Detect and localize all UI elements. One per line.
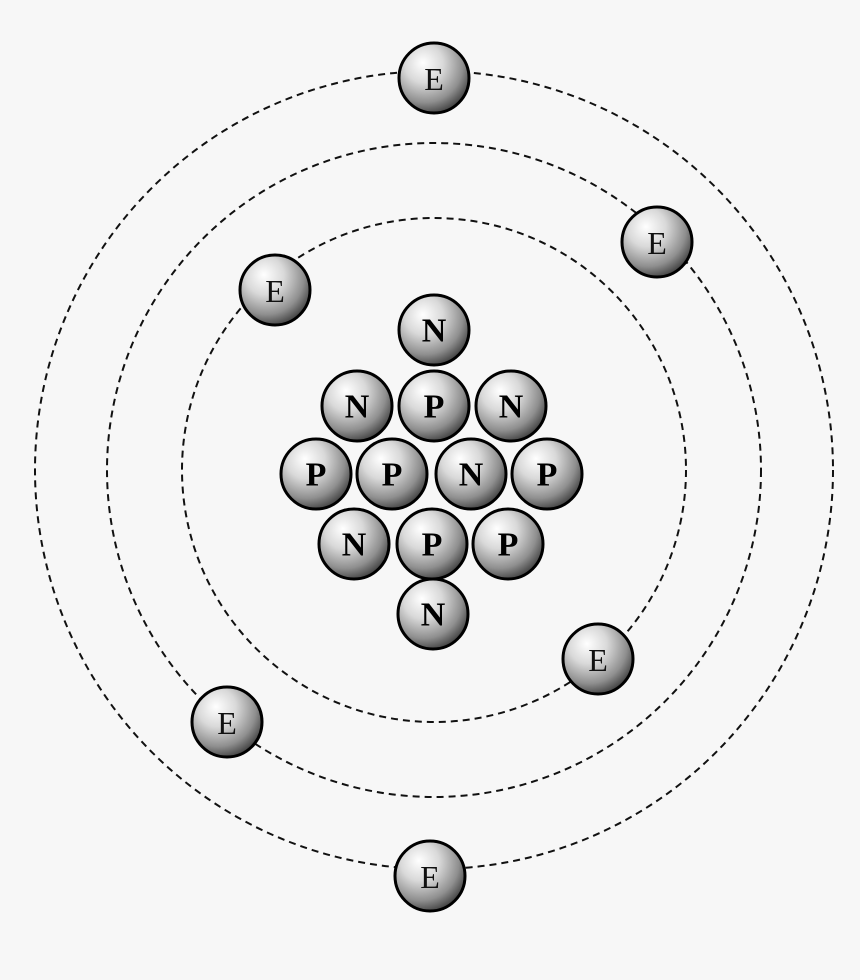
neutron-label: N [459, 457, 484, 494]
proton: P [512, 439, 582, 509]
neutron: N [476, 371, 546, 441]
neutron-label: N [422, 313, 447, 350]
electron-label: E [265, 273, 285, 309]
proton-label: P [537, 457, 558, 494]
orbit-rings [35, 71, 833, 869]
electron-label: E [420, 859, 440, 895]
proton-label: P [498, 527, 519, 564]
electron-label: E [588, 642, 608, 678]
neutron-label: N [342, 527, 367, 564]
proton: P [397, 509, 467, 579]
proton: P [473, 509, 543, 579]
electron: E [192, 687, 262, 757]
proton: P [281, 439, 351, 509]
neutron-label: N [421, 597, 446, 634]
neutron: N [436, 439, 506, 509]
neutron: N [399, 295, 469, 365]
proton: P [357, 439, 427, 509]
electron-label: E [217, 705, 237, 741]
electron: E [399, 43, 469, 113]
neutron: N [322, 371, 392, 441]
proton-label: P [422, 527, 443, 564]
outer-orbit [35, 71, 833, 869]
neutron-label: N [499, 389, 524, 426]
proton-label: P [306, 457, 327, 494]
electron: E [395, 841, 465, 911]
neutron: N [398, 579, 468, 649]
electron: E [563, 624, 633, 694]
neutron: N [319, 509, 389, 579]
neutron-label: N [345, 389, 370, 426]
electron-label: E [647, 225, 667, 261]
proton-label: P [382, 457, 403, 494]
proton: P [399, 371, 469, 441]
electron-label: E [424, 61, 444, 97]
proton-label: P [424, 389, 445, 426]
electron: E [622, 207, 692, 277]
electron: E [240, 255, 310, 325]
